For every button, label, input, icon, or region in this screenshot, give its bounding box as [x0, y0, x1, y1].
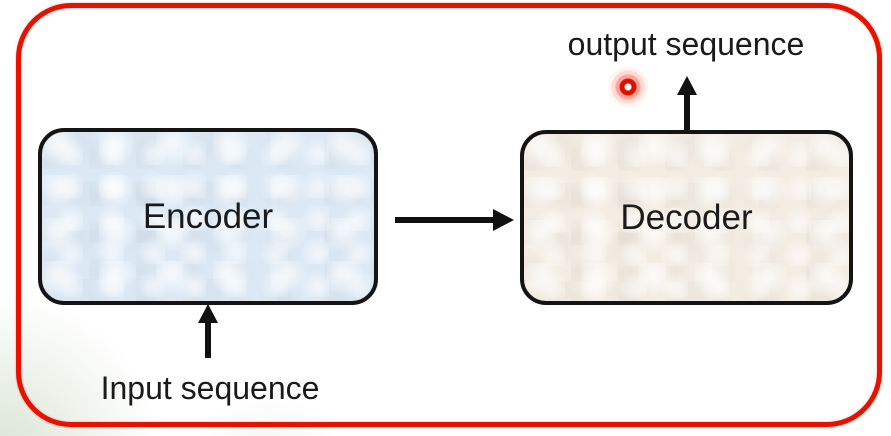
arrow-up-icon: [205, 321, 211, 358]
decoder-node: Decoder: [520, 130, 853, 305]
output-sequence-label: output sequence: [567, 26, 805, 62]
arrow-up-head-icon: [677, 76, 697, 95]
arrow-right-icon: [395, 217, 497, 223]
arrow-up-head-icon: [198, 304, 218, 323]
encoder-label: Encoder: [142, 196, 274, 236]
laser-pointer-dot: [606, 65, 650, 109]
red-frame-border: [16, 3, 882, 427]
input-sequence-label: Input sequence: [100, 370, 320, 406]
arrow-up-icon: [684, 93, 690, 130]
decoder-label: Decoder: [620, 197, 753, 237]
arrow-right-head-icon: [493, 209, 514, 231]
encoder-node: Encoder: [38, 128, 378, 305]
